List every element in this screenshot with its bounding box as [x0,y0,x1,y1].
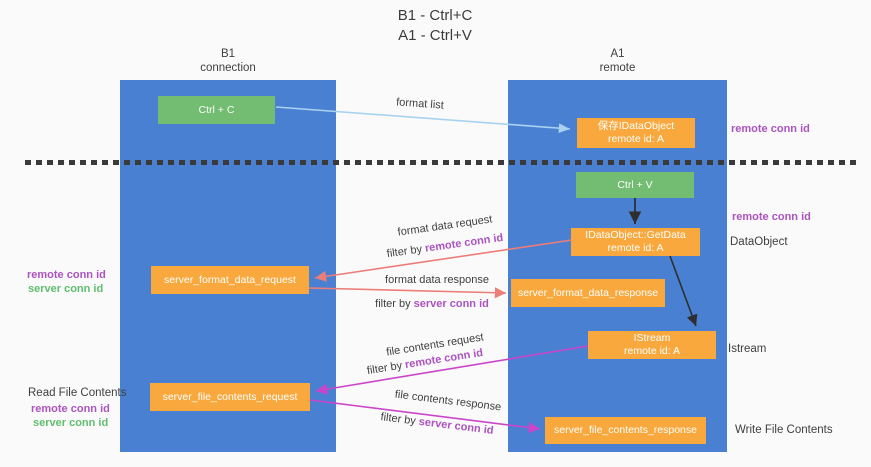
arrow-format-data-response [308,287,507,299]
filter-prefix: filter by [375,298,414,310]
title-line-1: B1 - Ctrl+C [397,7,473,24]
edge-label-format-data-response: format data response [385,274,489,286]
annotation-file-server-conn-id: server conn id [33,417,109,429]
diagram-title: B1 - Ctrl+C A1 - Ctrl+V [300,6,570,46]
node-getdata-line2: remote id: A [607,242,664,254]
annotation-format-remote-conn-id: remote conn id [27,269,106,281]
annotation-remote-conn-id-mid: remote conn id [732,211,811,223]
lane-b1-name: B1 [220,48,236,60]
node-ctrl-c: Ctrl + C [158,96,275,124]
node-istream: IStream remote id: A [588,331,716,359]
annotation-istream: Istream [728,343,767,355]
title-line-2: A1 - Ctrl+V [398,27,472,44]
lane-header-a1: A1 remote [508,47,727,75]
annotation-read-file-contents: Read File Contents [28,387,127,399]
edge-label-format-list: format list [395,96,445,112]
node-format-request-label: server_format_data_request [164,273,296,286]
node-save-idataobject: 保存IDataObject remote id: A [577,118,695,148]
node-save-idataobject-line2: remote id: A [607,133,665,145]
lane-b1-role: connection [200,62,256,74]
node-idataobject-getdata: IDataObject::GetData remote id: A [571,228,700,256]
node-server-format-data-response: server_format_data_response [511,279,665,307]
node-format-response-label: server_format_data_response [517,286,659,299]
filter-prefix: filter by [366,359,407,378]
edge-label-format-response-filter: filter by server conn id [367,298,497,310]
node-file-request-label: server_file_contents_request [162,390,298,403]
node-server-format-data-request: server_format_data_request [151,266,309,294]
node-ctrl-v-label: Ctrl + V [617,178,653,191]
node-istream-line2: remote id: A [623,345,681,357]
lane-a1-name: A1 [610,48,625,60]
edge-label-file-contents-response: file contents response [394,388,502,414]
filter-prefix: filter by [379,411,420,428]
node-server-file-contents-response: server_file_contents_response [545,417,706,444]
dashed-separator-line [25,160,861,165]
annotation-format-server-conn-id: server conn id [28,283,104,295]
filter-key-remote-conn-id: remote conn id [424,231,504,255]
node-ctrl-v: Ctrl + V [576,172,694,198]
annotation-file-remote-conn-id: remote conn id [31,403,110,415]
annotation-remote-conn-id-top: remote conn id [731,123,810,135]
node-getdata-line1: IDataObject::GetData [585,229,686,241]
annotation-write-file-contents: Write File Contents [735,424,833,436]
node-file-response-label: server_file_contents_response [553,424,697,436]
filter-key-server-conn-id: server conn id [413,298,489,310]
node-server-file-contents-request: server_file_contents_request [150,383,310,411]
node-istream-line1: IStream [633,332,671,344]
annotation-dataobject: DataObject [730,236,788,248]
lane-header-b1: B1 connection [120,47,336,75]
lane-a1-role: remote [599,62,636,74]
node-save-idataobject-line1: 保存IDataObject [597,120,675,132]
filter-prefix: filter by [386,242,426,261]
edge-label-file-response-filter: filter by server conn id [372,410,502,438]
filter-key-server-conn-id: server conn id [418,415,495,437]
node-ctrl-c-label: Ctrl + C [198,103,235,116]
